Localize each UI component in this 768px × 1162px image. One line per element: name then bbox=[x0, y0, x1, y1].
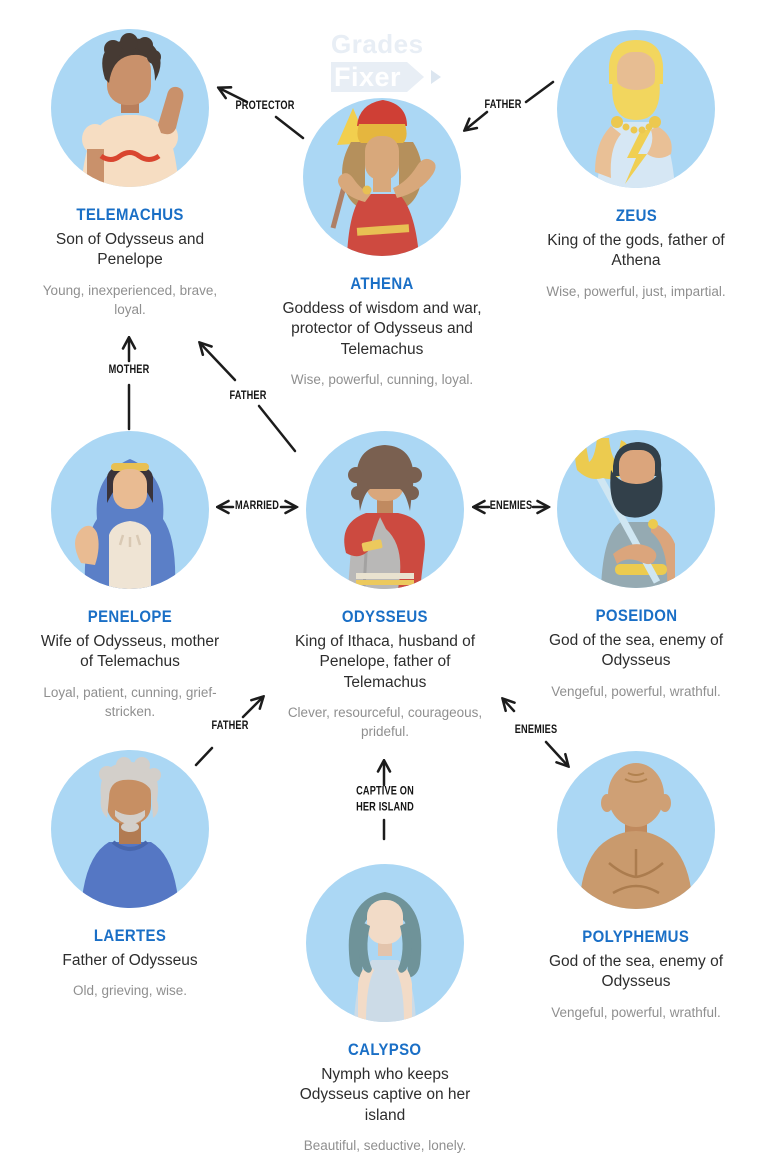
character-description: Son of Odysseus and Penelope bbox=[55, 231, 205, 269]
watermark-pencil-tip bbox=[407, 62, 425, 92]
athena-avatar bbox=[303, 98, 461, 256]
calypso-avatar bbox=[306, 864, 464, 1022]
watermark-grades-text: Grades bbox=[331, 29, 424, 59]
penelope-illustration bbox=[75, 459, 176, 589]
zeus-illustration bbox=[595, 40, 675, 188]
character-traits: Wise, powerful, cunning, loyal. bbox=[290, 372, 474, 388]
father-zeus-label: FATHER bbox=[484, 99, 522, 112]
character-card-telemachus: TELEMACHUS Son of Odysseus and Penelope … bbox=[10, 29, 250, 320]
watermark-arrow-icon bbox=[431, 70, 442, 84]
polyphemus-illustration bbox=[579, 763, 693, 909]
character-description: King of Ithaca, husband of Penelope, fat… bbox=[294, 633, 476, 691]
character-traits: Old, grieving, wise. bbox=[72, 983, 188, 999]
character-description: God of the sea, enemy of Odysseus bbox=[548, 632, 724, 670]
character-name: ATHENA bbox=[350, 274, 414, 293]
captive-label: CAPTIVE ON HER ISLAND bbox=[356, 785, 414, 813]
father-odysseus-arrow-shaft bbox=[200, 343, 237, 382]
watermark-fixer-text: Fixer bbox=[331, 62, 408, 92]
character-card-poseidon: POSEIDON God of the sea, enemy of Odysse… bbox=[516, 430, 756, 702]
character-name: TELEMACHUS bbox=[76, 205, 184, 224]
character-name: POSEIDON bbox=[595, 606, 677, 625]
character-description: Goddess of wisdom and war, protector of … bbox=[282, 300, 482, 358]
character-name: CALYPSO bbox=[348, 1040, 422, 1059]
mother-label: MOTHER bbox=[108, 364, 150, 377]
character-description: Father of Odysseus bbox=[62, 952, 198, 969]
married-label: MARRIED bbox=[234, 500, 280, 513]
character-traits: Loyal, patient, cunning, grief-stricken. bbox=[43, 684, 217, 719]
character-traits: Beautiful, seductive, lonely. bbox=[303, 1138, 467, 1154]
enemies-polyphemus-label: ENEMIES bbox=[514, 724, 558, 737]
poseidon-avatar bbox=[557, 430, 715, 588]
calypso-illustration bbox=[348, 892, 422, 1022]
telemachus-illustration bbox=[81, 33, 184, 187]
zeus-avatar bbox=[557, 30, 715, 188]
penelope-avatar bbox=[51, 431, 209, 589]
character-card-odysseus: ODYSSEUS King of Ithaca, husband of Pene… bbox=[265, 431, 505, 742]
character-card-zeus: ZEUS King of the gods, father of Athena … bbox=[516, 30, 756, 302]
character-traits: Wise, powerful, just, impartial. bbox=[546, 283, 726, 299]
character-description: Wife of Odysseus, mother of Telemachus bbox=[40, 633, 220, 671]
gradesfixer-watermark: Grades Fixer bbox=[331, 29, 442, 92]
character-description: King of the gods, father of Athena bbox=[547, 232, 725, 270]
character-card-athena: ATHENA Goddess of wisdom and war, protec… bbox=[262, 98, 502, 390]
father-laertes-label: FATHER bbox=[211, 720, 249, 733]
odysseus-avatar bbox=[306, 431, 464, 589]
telemachus-avatar bbox=[51, 29, 209, 187]
odysseus-illustration bbox=[344, 445, 425, 589]
character-name: LAERTES bbox=[93, 926, 167, 945]
character-traits: Vengeful, powerful, wrathful. bbox=[551, 683, 721, 699]
character-card-laertes: LAERTES Father of Odysseus Old, grieving… bbox=[10, 750, 250, 1001]
character-card-polyphemus: POLYPHEMUS God of the sea, enemy of Odys… bbox=[516, 751, 756, 1023]
enemies-poseidon-label: ENEMIES bbox=[489, 500, 533, 513]
character-description: Nymph who keeps Odysseus captive on her … bbox=[299, 1066, 471, 1124]
laertes-illustration bbox=[81, 757, 179, 908]
character-description: God of the sea, enemy of Odysseus bbox=[548, 953, 724, 991]
character-traits: Vengeful, powerful, wrathful. bbox=[551, 1004, 721, 1020]
character-card-penelope: PENELOPE Wife of Odysseus, mother of Tel… bbox=[10, 431, 250, 722]
character-name: PENELOPE bbox=[87, 607, 173, 626]
character-card-calypso: CALYPSO Nymph who keeps Odysseus captive… bbox=[265, 864, 505, 1156]
father-odysseus-label: FATHER bbox=[229, 390, 267, 403]
athena-illustration bbox=[330, 100, 436, 256]
laertes-avatar bbox=[51, 750, 209, 908]
protector-label: PROTECTOR bbox=[235, 100, 295, 113]
character-name: ZEUS bbox=[615, 206, 657, 225]
polyphemus-avatar bbox=[557, 751, 715, 909]
poseidon-illustration bbox=[575, 438, 675, 588]
character-traits: Clever, resourceful, courageous, pridefu… bbox=[287, 705, 483, 740]
character-traits: Young, inexperienced, brave, loyal. bbox=[42, 282, 218, 317]
character-name: POLYPHEMUS bbox=[582, 927, 690, 946]
character-name: ODYSSEUS bbox=[342, 607, 428, 626]
